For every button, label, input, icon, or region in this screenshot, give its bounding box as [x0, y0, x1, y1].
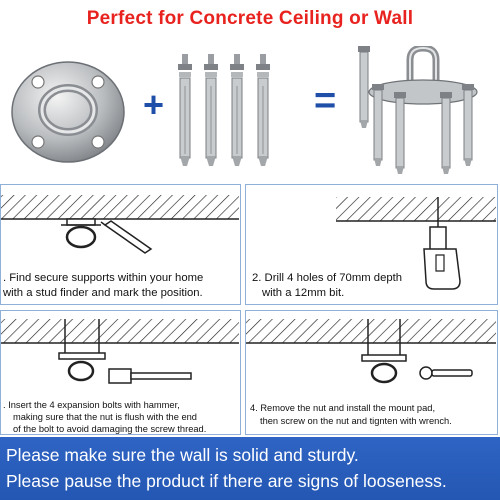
equals-sign: = [314, 80, 337, 122]
step-4-line-2: then screw on the nut and tignten with w… [260, 416, 452, 426]
hammer-icon [108, 368, 192, 384]
banner-line-2: Please pause the product if there are si… [6, 471, 447, 491]
banner-line-1: Please make sure the wall is solid and s… [6, 445, 359, 465]
warning-banner: Please make sure the wall is solid and s… [0, 437, 500, 500]
pen-icon [100, 220, 153, 254]
wrench-icon [419, 366, 473, 380]
step-panel-3: . Insert the 4 expansion bolts with hamm… [0, 310, 241, 435]
step-3-line-1: . Insert the 4 expansion bolts with hamm… [3, 400, 180, 410]
step-panel-1: . Find secure supports within your home … [0, 184, 241, 305]
expansion-bolts-icon [178, 53, 271, 167]
step-panel-2: 2. Drill 4 holes of 70mm depth with a 12… [245, 184, 498, 305]
step-2-line-1: 2. Drill 4 holes of 70mm depth [252, 272, 403, 284]
step-4-line-1: 4. Remove the nut and install the mount … [250, 403, 436, 413]
step-1-line-1: . Find secure supports within your home [3, 272, 204, 284]
step-2-line-2: with a 12mm bit. [262, 287, 345, 299]
step-3-line-2: making sure that the nut is flush with t… [13, 412, 197, 422]
product-row: + = [0, 46, 500, 176]
step-3-line-3: of the bolt to avoid damaging the screw … [13, 424, 207, 434]
step-panel-4: 4. Remove the nut and install the mount … [245, 310, 498, 435]
plus-sign: + [143, 84, 165, 125]
step-1-line-2: with a stud finder and mark the position… [3, 287, 203, 299]
mount-pad-icon [11, 61, 125, 163]
assembled-mount-icon [358, 46, 478, 175]
drill-icon [423, 197, 461, 290]
page-title: Perfect for Concrete Ceiling or Wall [86, 8, 414, 29]
